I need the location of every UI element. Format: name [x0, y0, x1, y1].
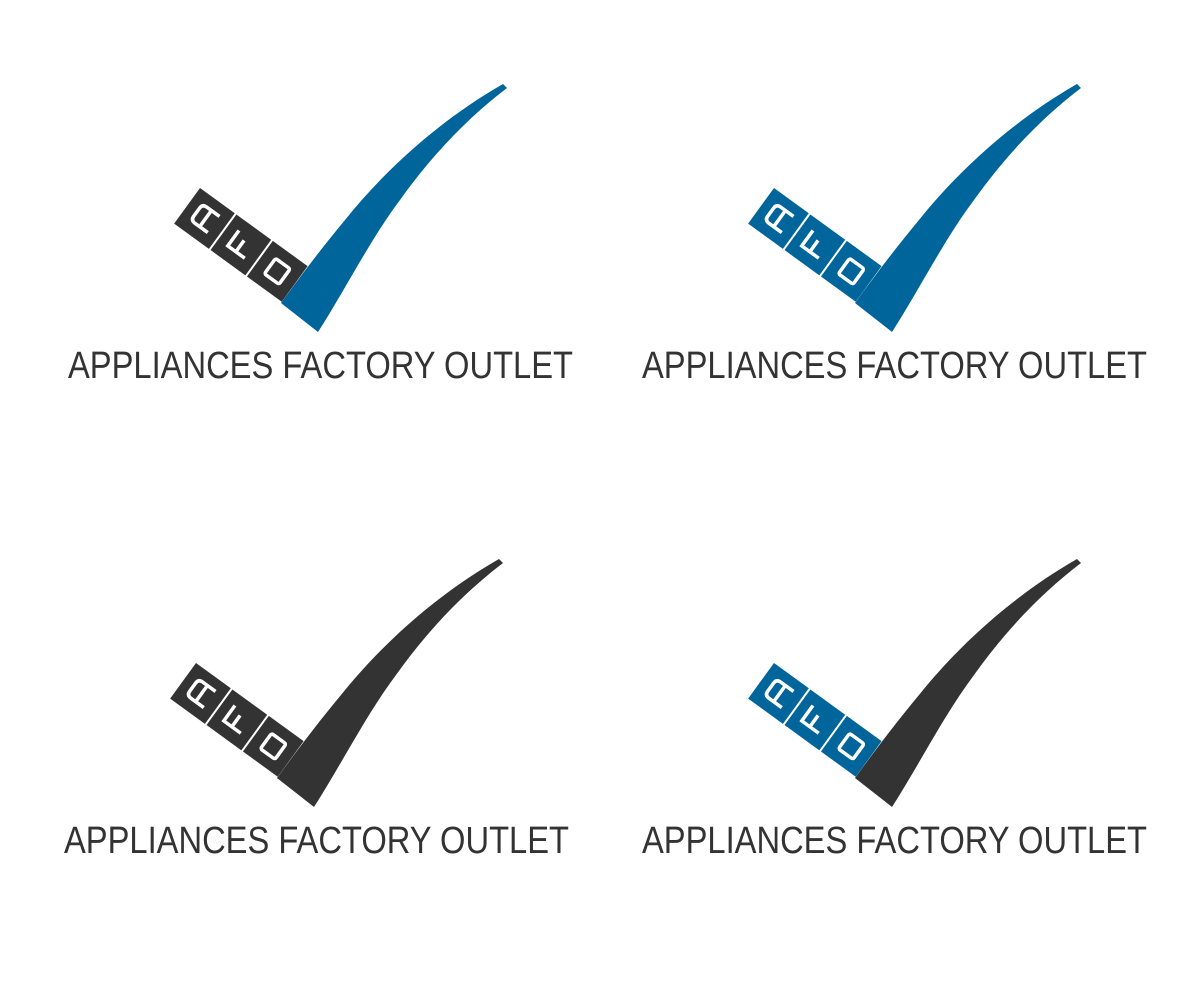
- letter-o-glyph: [263, 257, 292, 286]
- afo-tiles: [748, 663, 882, 777]
- letter-f-glyph: [799, 704, 820, 735]
- logo-variant-1: APPLIANCES FACTORY OUTLET: [0, 0, 600, 480]
- company-name: APPLIANCES FACTORY OUTLET: [642, 820, 1147, 862]
- letter-f-glyph: [225, 229, 246, 260]
- tile-o: [246, 240, 308, 302]
- logo-variant-3: APPLIANCES FACTORY OUTLET: [0, 475, 596, 955]
- company-name: APPLIANCES FACTORY OUTLET: [68, 345, 573, 387]
- logo-variant-2: APPLIANCES FACTORY OUTLET: [574, 0, 1174, 480]
- checkmark-swoosh: [855, 559, 1081, 807]
- afo-tiles: [170, 663, 304, 777]
- letter-a-glyph: [190, 204, 221, 235]
- company-name: APPLIANCES FACTORY OUTLET: [64, 820, 569, 862]
- checkmark-swoosh: [277, 559, 503, 807]
- letter-f-glyph: [799, 229, 820, 260]
- logo-mark: [170, 559, 503, 807]
- afo-tiles: [748, 188, 882, 302]
- tile-o: [820, 715, 882, 777]
- logo-variant-4: APPLIANCES FACTORY OUTLET: [574, 475, 1174, 955]
- logo-mark: [748, 84, 1081, 332]
- tile-o: [820, 240, 882, 302]
- tile-o: [242, 715, 304, 777]
- letter-o-glyph: [259, 732, 288, 761]
- letter-o-glyph: [837, 732, 866, 761]
- logo-mark: [748, 559, 1081, 807]
- letter-a-glyph: [186, 679, 217, 710]
- letter-o-glyph: [837, 257, 866, 286]
- letter-a-glyph: [764, 679, 795, 710]
- afo-tiles: [174, 188, 308, 302]
- letter-a-glyph: [764, 204, 795, 235]
- checkmark-swoosh: [855, 84, 1081, 332]
- letter-f-glyph: [221, 704, 242, 735]
- checkmark-swoosh: [281, 84, 507, 332]
- company-name: APPLIANCES FACTORY OUTLET: [642, 345, 1147, 387]
- logo-mark: [174, 84, 507, 332]
